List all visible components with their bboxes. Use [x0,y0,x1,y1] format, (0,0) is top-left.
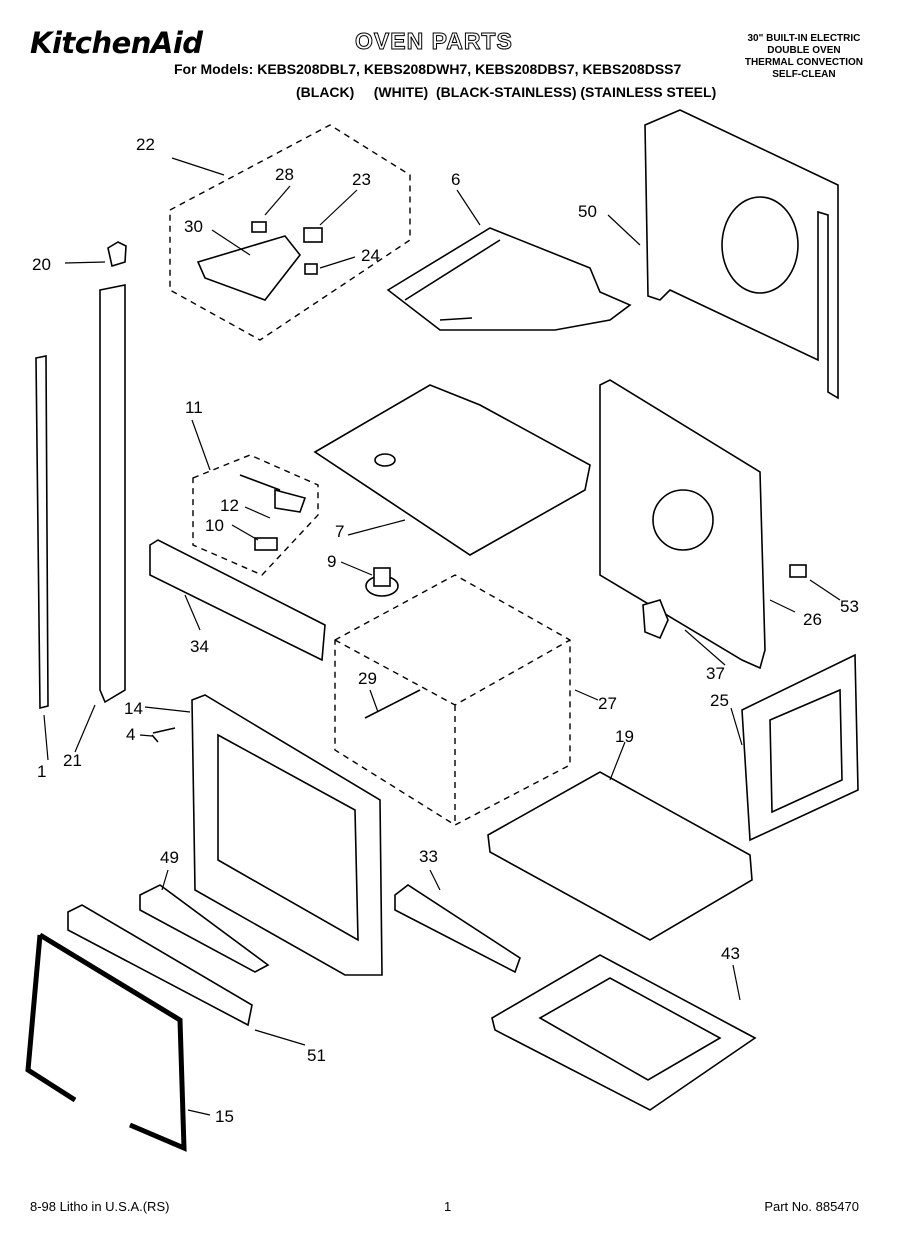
part-10-plate [254,537,278,551]
part-51-strip [67,904,253,1027]
callout-10: 10 [205,516,224,535]
callout-19: 19 [615,727,634,746]
callout-51: 51 [307,1046,326,1065]
spec-line: THERMAL CONVECTION [744,57,863,68]
spec-line: DOUBLE OVEN [767,45,841,56]
part-27-liner [334,574,571,826]
spec-line: SELF-CLEAN [772,69,836,80]
callout-49: 49 [160,848,179,867]
part-33-strip [394,884,521,974]
callout-6: 6 [451,170,461,189]
part-43-tray [491,954,757,1111]
footer-part-number: Part No. 885470 [764,1199,859,1214]
callout-11: 11 [185,398,203,417]
colors-line: (BLACK) (WHITE) (BLACK-STAINLESS) (STAIN… [296,84,717,100]
callout-43: 43 [721,944,740,963]
part-34-control-strip [149,539,326,662]
callout-29: 29 [358,669,377,688]
part-7-top-panel [313,384,591,556]
callout-23: 23 [352,170,371,189]
spec-block: 30" BUILT-IN ELECTRIC DOUBLE OVEN THERMA… [745,33,863,81]
callout-21: 21 [63,751,82,770]
callout-37: 37 [706,664,725,683]
callout-26: 26 [803,610,822,629]
brand-logo: KitchenAid [30,26,203,60]
models-line: For Models: KEBS208DBL7, KEBS208DWH7, KE… [174,61,682,77]
part-22-outline [169,124,411,341]
part-30-bracket [196,235,302,301]
callout-15: 15 [215,1107,234,1126]
part-37-bracket [642,599,669,640]
spec-line: 30" BUILT-IN ELECTRIC [747,33,861,44]
footer-litho: 8-98 Litho in U.S.A.(RS) [30,1199,170,1214]
part-49-strip [139,884,270,973]
part-24-clip [304,263,318,275]
callout-12: 12 [220,496,239,515]
callout-4: 4 [126,725,136,744]
side-panel-fan [599,379,766,670]
callout-7: 7 [335,522,345,541]
callout-24: 24 [361,246,380,265]
callout-25: 25 [710,691,729,710]
footer-page-number: 1 [444,1199,452,1214]
part-19-bottom-panel [487,771,753,941]
part-50-opening [721,196,799,294]
part-23-sensor [303,227,323,243]
callout-53: 53 [840,597,859,616]
part-6-shield [386,227,632,331]
part-4-screw [151,727,176,743]
part-20-cap [107,241,127,268]
callout-28: 28 [275,165,294,184]
part-53-clip [789,564,807,578]
callout-30: 30 [184,217,203,236]
callout-20: 20 [32,255,51,274]
callout-27: 27 [598,694,617,713]
callout-22: 22 [136,135,155,154]
callout-34: 34 [190,637,209,656]
callout-9: 9 [327,552,337,571]
callout-14: 14 [124,699,143,718]
page-title: OVEN PARTS [355,28,513,55]
part-1-trim [35,355,49,710]
callout-1: 1 [37,762,47,781]
leader-arrows [43,157,841,1116]
callout-33: 33 [419,847,438,866]
part-50-rear-panel [644,109,839,400]
part-11-outline [192,454,319,576]
part-21-rail [99,284,126,704]
part-28-switch [251,221,267,233]
part-14-front-frame [191,694,383,976]
callout-50: 50 [578,202,597,221]
